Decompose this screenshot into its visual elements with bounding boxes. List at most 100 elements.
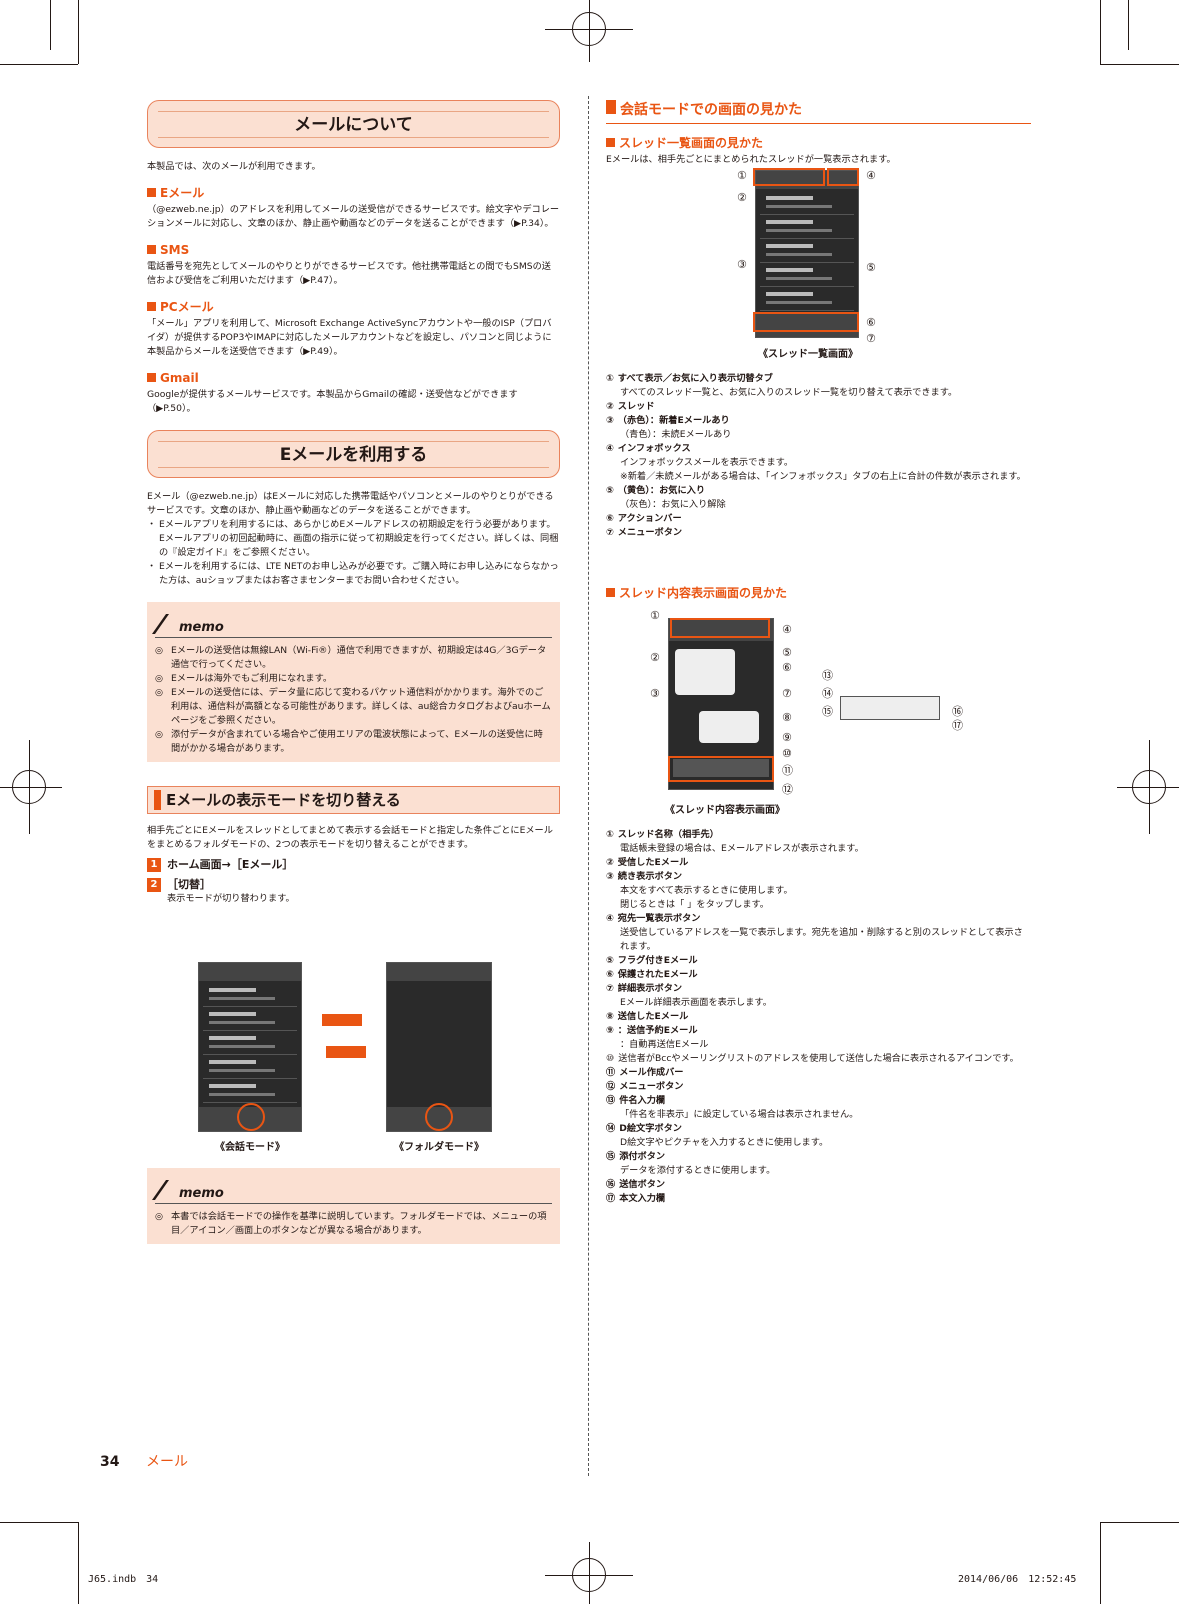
callout-number: ⑮: [822, 705, 833, 718]
legend-desc: インフォボックスメールを表示できます。: [620, 457, 794, 468]
conversation-mode-screenshot: [198, 962, 302, 1132]
crop-mark: [589, 0, 590, 62]
legend-desc: 「件名を非表示」に設定している場合は表示されません。: [620, 1109, 859, 1120]
caption: 《会話モード》: [215, 1142, 285, 1153]
body-text: Eメール（@ezweb.ne.jp）はEメールに対応した携帯電話やパソコンとメー…: [147, 491, 554, 516]
folder-mode-screenshot: [386, 962, 492, 1132]
callout-number: ⑦: [782, 687, 792, 700]
memo-item: Eメールの送受信は無線LAN（Wi-Fi®）通信で利用できますが、初期設定は4G…: [155, 644, 552, 672]
crop-mark: [589, 1542, 590, 1604]
thread-content-screenshot: [668, 618, 774, 790]
memo-header: memo: [151, 1176, 552, 1204]
crop-mark: [29, 740, 30, 834]
memo-item: 本書では会話モードでの操作を基準に説明しています。フォルダモードでは、メニューの…: [155, 1210, 552, 1238]
section-header: メールについて: [147, 100, 560, 148]
body-text: 「メール」アプリを利用して、Microsoft Exchange ActiveS…: [147, 318, 552, 357]
legend-item: ⑨：送信予約Eメール: [606, 1025, 698, 1036]
body-text: 電話番号を宛先としてメールのやりとりができるサービスです。他社携帯電話との間でも…: [147, 261, 551, 286]
subheading: スレッド一覧画面の見かた: [606, 134, 1031, 152]
callout-number: ③: [650, 687, 660, 700]
legend-item: ③（赤色）：新着Eメールあり: [606, 415, 730, 426]
legend-desc: 送受信しているアドレスを一覧で表示します。宛先を追加・削除すると別のスレッドとし…: [620, 927, 1023, 952]
callout-number: ⑩: [782, 747, 792, 760]
subheading-2: スレッド内容表示画面の見かた: [606, 584, 1031, 602]
arrow-left-icon: [326, 1046, 366, 1058]
memo-box: memo Eメールの送受信は無線LAN（Wi-Fi®）通信で利用できますが、初期…: [147, 602, 560, 762]
legend-desc: 本文をすべて表示するときに使用します。: [620, 885, 793, 896]
section-header: Eメールの表示モードを切り替える: [147, 786, 560, 814]
caption: 《スレッド一覧画面》: [758, 349, 858, 360]
crop-mark: [1100, 1522, 1179, 1523]
callout-number: ⑭: [822, 687, 833, 700]
callout-number: ①: [650, 609, 660, 622]
callout-number: ④: [782, 623, 792, 636]
callout-number: ⑥: [866, 316, 876, 329]
callout-number: ①: [737, 169, 747, 182]
callout-number: ⑰: [952, 719, 963, 732]
legend-desc: ：自動再送信Eメール: [620, 1039, 709, 1050]
callout-box: [668, 756, 774, 782]
legend-desc: データを添付するときに使用します。: [620, 1165, 776, 1176]
legend-desc: （灰色）：お気に入り解除: [620, 499, 726, 510]
crop-mark: [1100, 0, 1101, 64]
legend-desc: （青色）：未読Eメールあり: [620, 429, 732, 440]
callout-number: ⑯: [952, 705, 963, 718]
left-column: メールについて 本製品では、次のメールが利用できます。 Eメール （@ezweb…: [147, 100, 560, 906]
callout-number: ⑧: [782, 711, 792, 724]
callout-number: ⑤: [782, 646, 792, 659]
callout-number: ⑥: [782, 661, 792, 674]
compose-bar-screenshot: [840, 696, 940, 720]
section-header: Eメールを利用する: [147, 430, 560, 478]
callout-number: ⑤: [866, 261, 876, 274]
intro-text: 本製品では、次のメールが利用できます。: [147, 161, 321, 172]
crop-mark: [1149, 740, 1150, 834]
callout-number: ②: [650, 651, 660, 664]
callout-box: [753, 168, 825, 186]
file-name: J65.indb 34: [88, 1574, 159, 1585]
column-divider: [588, 96, 589, 1476]
callout-number: ⑫: [782, 783, 793, 796]
subheading: SMS: [147, 241, 560, 259]
legend-desc: Eメール詳細表示画面を表示します。: [620, 997, 772, 1008]
crop-mark: [545, 29, 633, 30]
body-text: 相手先ごとにEメールをスレッドとしてまとめて表示する会話モードと指定した条件ごと…: [147, 825, 553, 850]
bullet-item: Eメールアプリを利用するには、あらかじめEメールアドレスの初期設定を行う必要があ…: [147, 518, 560, 560]
crop-mark: [1100, 1522, 1101, 1604]
callout-box: [753, 312, 859, 332]
body-text: （@ezweb.ne.jp）のアドレスを利用してメールの送受信ができるサービスで…: [147, 204, 560, 229]
memo-item: Eメールは海外でもご利用になれます。: [155, 672, 552, 686]
callout-number: ⑪: [782, 764, 793, 777]
arrow-right-icon: [322, 1014, 362, 1026]
memo-header: memo: [151, 610, 552, 638]
callout-number: ③: [737, 258, 747, 271]
print-date: 2014/06/06 12:52:45: [958, 1574, 1077, 1585]
right-column: 会話モードでの画面の見かた スレッド一覧画面の見かた Eメールは、相手先ごとにま…: [606, 100, 1031, 167]
body-text: Googleが提供するメールサービスです。本製品からGmailの確認・送受信など…: [147, 389, 518, 414]
crop-mark: [1100, 64, 1179, 65]
crop-mark: [0, 1522, 78, 1523]
crop-mark: [78, 1522, 79, 1604]
memo-box-2: memo 本書では会話モードでの操作を基準に説明しています。フォルダモードでは、…: [147, 1168, 560, 1244]
subheading: Gmail: [147, 369, 560, 387]
callout-number: ⑨: [782, 731, 792, 744]
subheading: PCメール: [147, 298, 560, 316]
legend-desc: 電話帳未登録の場合は、Eメールアドレスが表示されます。: [620, 843, 864, 854]
legend-desc: D絵文字やピクチャを入力するときに使用します。: [620, 1137, 829, 1148]
callout-number: ④: [866, 169, 876, 182]
